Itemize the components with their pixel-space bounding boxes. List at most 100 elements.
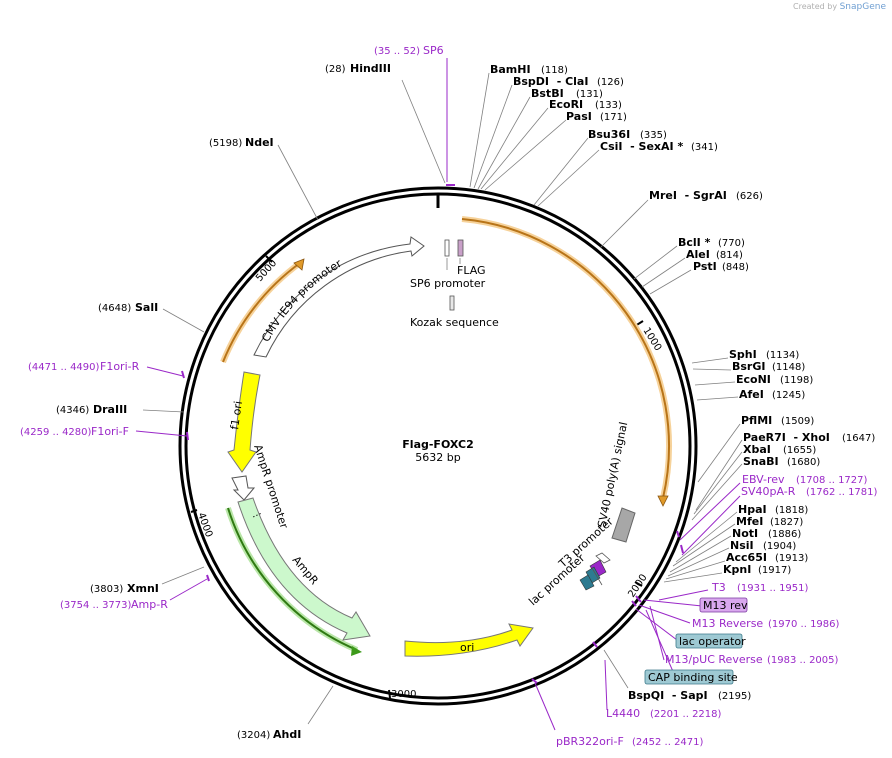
xbai-pos: (1655): [783, 445, 816, 456]
paer7i-name: PaeR7I - XhoI: [743, 431, 830, 444]
cap-binding-label: CAP binding site: [648, 671, 738, 684]
m13-puc-reverse-pos: (1983 .. 2005): [767, 655, 839, 666]
bspqi-name: BspQI - SapI: [628, 689, 708, 702]
ecori-name: EcoRI: [549, 98, 583, 111]
bstbi-pos: (131): [576, 89, 603, 100]
bamhi-pos: (118): [541, 65, 568, 76]
sp6-primer-pos: (35 .. 52): [374, 46, 420, 57]
mrei-name: MreI - SgrAI: [649, 189, 727, 202]
sali-name: SalI: [135, 301, 158, 314]
ampr-orf-arc: [225, 507, 362, 656]
alei-pos: (814): [716, 250, 743, 261]
f1ori-r-pos: (4471 .. 4490): [28, 362, 100, 373]
enzyme-leaders: [142, 72, 743, 725]
pasi-name: PasI: [566, 110, 592, 123]
tick-3000: 3000: [391, 689, 416, 700]
sv40-polya-box[interactable]: [611, 507, 636, 543]
amp-r-primer-pos: (3754 .. 3773): [60, 600, 132, 611]
primer-labels: (35 .. 52) SP6 EBV-rev (1708 .. 1727) SV…: [20, 44, 878, 748]
ori-arrow[interactable]: [404, 623, 534, 657]
sphi-name: SphI: [729, 348, 757, 361]
ampr-arrow[interactable]: [237, 497, 371, 641]
ebv-rev-pos: (1708 .. 1727): [796, 475, 868, 486]
bsu36i-pos: (335): [640, 130, 667, 141]
lac-operator-label: lac operator: [679, 635, 746, 648]
plasmid-size: 5632 bp: [415, 451, 460, 464]
mfei-pos: (1827): [770, 517, 803, 528]
pflmi-name: PflMI: [741, 414, 772, 427]
enzyme-labels: (28) HindIII BamHI (118) BspDI - ClaI (1…: [56, 62, 875, 741]
ampr-ellipsis: ⋮: [249, 509, 263, 523]
ampr-promoter-arrow[interactable]: [231, 475, 256, 501]
hpai-name: HpaI: [738, 503, 767, 516]
mfei-name: MfeI: [736, 515, 763, 528]
snabi-name: SnaBI: [743, 455, 779, 468]
hindiii-name: HindIII: [350, 62, 391, 75]
psti-pos: (848): [722, 262, 749, 273]
cap-binding-box[interactable]: [644, 669, 734, 685]
m13-rev-label: M13 rev: [703, 599, 748, 612]
t3-primer-pos: (1931 .. 1951): [737, 583, 809, 594]
bsu36i-name: Bsu36I: [588, 128, 630, 141]
lac-cluster: [579, 552, 611, 591]
snapgene-logo: SnapGene: [839, 2, 886, 12]
f1-ori-arrow[interactable]: [227, 371, 261, 473]
sv40pa-r-name: SV40pA-R: [741, 485, 796, 498]
xmni-pos: (3803): [90, 584, 123, 595]
nsii-name: NsiI: [730, 539, 754, 552]
backbone-inner: [184, 192, 692, 700]
pbr322ori-f-name: pBR322ori-F: [556, 735, 624, 748]
flag-mark[interactable]: [457, 239, 464, 257]
acc65i-pos: (1913): [775, 553, 808, 564]
csii-name: CsiI - SexAI *: [600, 140, 683, 153]
econi-pos: (1198): [780, 375, 813, 386]
kpni-name: KpnI: [723, 563, 751, 576]
bspdi-name: BspDI - ClaI: [513, 75, 588, 88]
kpni-pos: (1917): [758, 565, 791, 576]
t3-primer-name: T3: [711, 581, 726, 594]
mrei-pos: (626): [736, 191, 763, 202]
lac-operator-box[interactable]: [675, 633, 743, 649]
sali-pos: (4648): [98, 303, 131, 314]
m13-puc-reverse-name: M13/pUC Reverse: [665, 653, 763, 666]
primer-leaders: [135, 58, 741, 731]
bsrgi-name: BsrGI: [732, 360, 765, 373]
afei-pos: (1245): [772, 390, 805, 401]
top-small-features: [444, 239, 464, 311]
bspdi-pos: (126): [597, 77, 624, 88]
bcli-name: BclI *: [678, 236, 711, 249]
bsrgi-pos: (1148): [772, 362, 805, 373]
acc65i-name: Acc65I: [726, 551, 767, 564]
alei-name: AleI: [686, 248, 710, 261]
m13-reverse-name: M13 Reverse: [692, 617, 763, 630]
m13-rev-box[interactable]: [699, 597, 748, 613]
hindiii-pos: (28): [325, 64, 346, 75]
backbone-outer: [178, 186, 698, 706]
sp6-promoter-label: SP6 promoter: [410, 277, 486, 290]
noti-name: NotI: [732, 527, 758, 540]
l4440-pos: (2201 .. 2218): [650, 709, 722, 720]
primer-marks: [181, 184, 684, 684]
afei-name: AfeI: [739, 388, 764, 401]
csii-pos: (341): [691, 142, 718, 153]
f1ori-r-name: F1ori-R: [100, 360, 140, 373]
sp6-promoter-mark[interactable]: [444, 239, 450, 257]
ahdi-name: AhdI: [273, 728, 301, 741]
sv40pa-r-pos: (1762 .. 1781): [806, 487, 878, 498]
snapgene-credit: Created by SnapGene: [793, 2, 886, 12]
ahdi-pos: (3204): [237, 730, 270, 741]
kozak-label: Kozak sequence: [410, 316, 499, 329]
l4440-name: L4440: [606, 707, 640, 720]
econi-name: EcoNI: [736, 373, 771, 386]
sphi-pos: (1134): [766, 350, 799, 361]
plasmid-name: Flag-FOXC2: [402, 438, 473, 451]
hpai-pos: (1818): [775, 505, 808, 516]
cmv-promoter-arrow[interactable]: [253, 236, 425, 358]
paer7i-pos: (1647): [842, 433, 875, 444]
nsii-pos: (1904): [763, 541, 796, 552]
kozak-mark[interactable]: [449, 295, 455, 311]
ebv-rev-name: EBV-rev: [742, 473, 785, 486]
flag-label: FLAG: [457, 264, 486, 277]
amp-r-primer-name: Amp-R: [131, 598, 168, 611]
